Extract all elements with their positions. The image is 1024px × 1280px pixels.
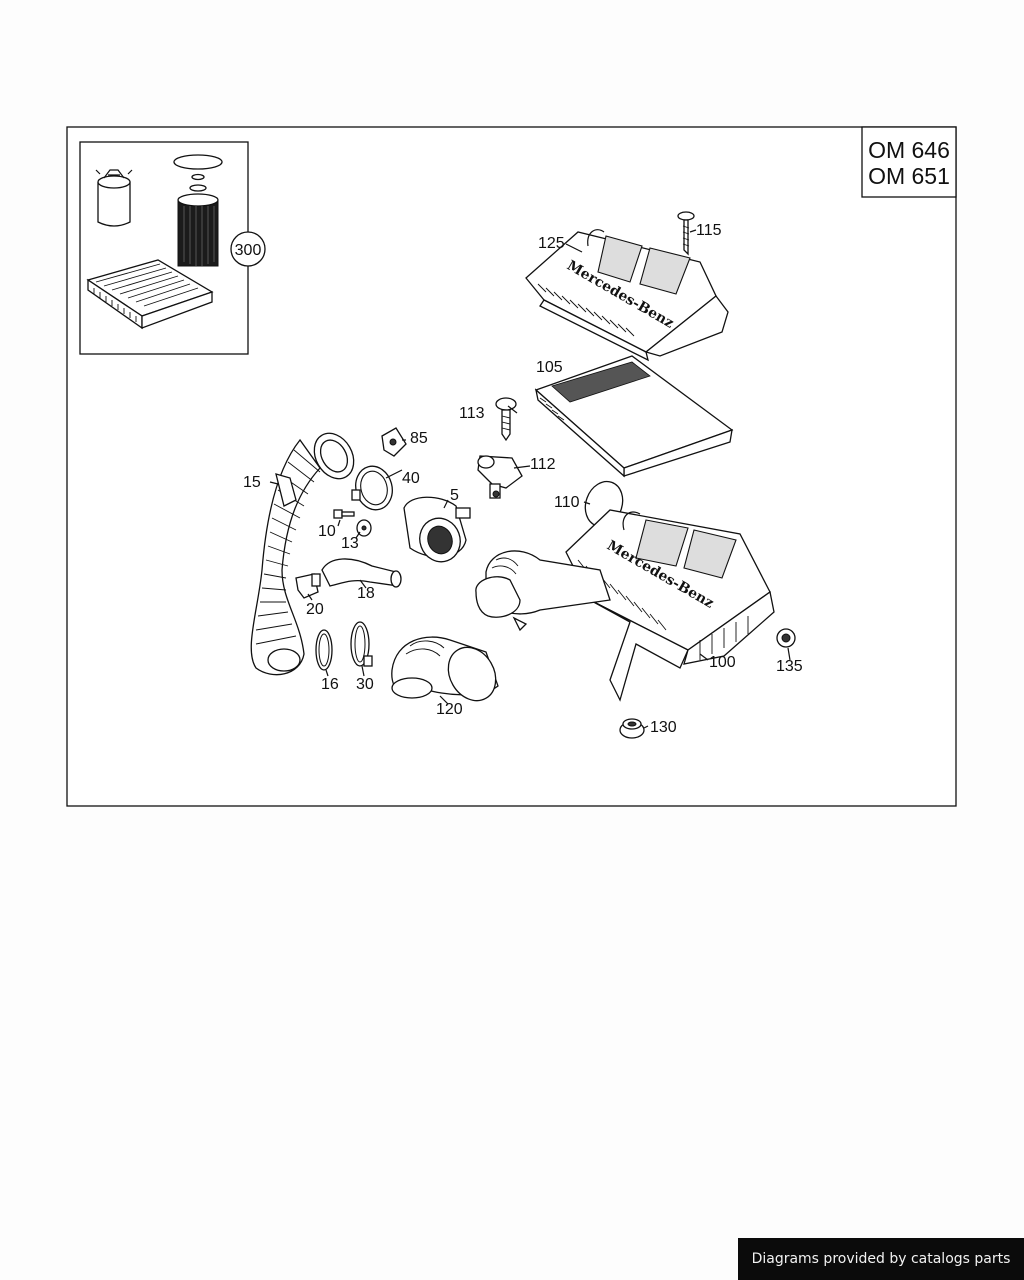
callout-105: 105 — [536, 359, 563, 376]
callout-135: 135 — [776, 658, 803, 675]
engine-code-box: OM 646 OM 651 — [861, 126, 957, 198]
callout-110: 110 — [554, 494, 580, 511]
leader-lines — [269, 229, 791, 729]
seal-ring-illustration — [173, 154, 223, 170]
air-filter-105 — [534, 355, 734, 478]
callout-100: 100 — [709, 654, 736, 671]
attribution-footer: Diagrams provided by catalogs parts — [738, 1238, 1024, 1280]
callout-115: 115 — [696, 222, 722, 239]
intake-hose-15 — [250, 432, 355, 676]
callout-120: 120 — [436, 701, 463, 718]
callout-labels: 125 115 105 113 112 110 85 40 5 15 10 13… — [243, 222, 803, 736]
air-mass-sensor-5 — [403, 496, 471, 563]
screw-115 — [677, 211, 695, 256]
callout-85: 85 — [410, 430, 428, 447]
callout-125: 125 — [538, 235, 565, 252]
air-filter-element-illustration — [86, 259, 214, 330]
callout-112: 112 — [530, 456, 556, 473]
clamp-30 — [350, 621, 373, 667]
service-kit-inset: 300 — [79, 141, 266, 355]
callout-10: 10 — [318, 523, 336, 540]
mount-130 — [619, 718, 645, 739]
screw-10 — [333, 509, 355, 519]
connector-20 — [295, 573, 321, 599]
sleeve-16 — [315, 629, 333, 671]
callout-130: 130 — [650, 719, 677, 736]
grommet-135 — [776, 628, 796, 648]
callout-16: 16 — [321, 676, 339, 693]
kit-number: 300 — [235, 242, 262, 259]
oil-filter-element-illustration — [177, 193, 219, 267]
clamp-40 — [351, 465, 393, 511]
fuel-filter-illustration — [95, 169, 133, 227]
engine-code-1: OM 646 — [868, 137, 950, 163]
bolt-113 — [495, 397, 517, 442]
callout-40: 40 — [402, 470, 420, 487]
elbow-hose-120 — [391, 636, 499, 702]
callout-15: 15 — [243, 474, 261, 491]
callout-30: 30 — [356, 676, 374, 693]
air-cleaner-housing-lower: Mercedes-Benz — [475, 509, 775, 702]
kit-number-badge: 300 — [230, 231, 266, 267]
hose-18 — [321, 558, 402, 588]
air-cleaner-cover-upper: Mercedes-Benz — [525, 229, 729, 362]
washer-13 — [356, 519, 372, 537]
callout-113: 113 — [459, 405, 485, 422]
bracket-85 — [381, 427, 407, 457]
sensor-112 — [477, 455, 523, 499]
engine-code-2: OM 651 — [868, 163, 950, 189]
callout-13: 13 — [341, 535, 359, 552]
callout-20: 20 — [306, 601, 324, 618]
callout-18: 18 — [357, 585, 375, 602]
callout-5: 5 — [450, 487, 459, 504]
